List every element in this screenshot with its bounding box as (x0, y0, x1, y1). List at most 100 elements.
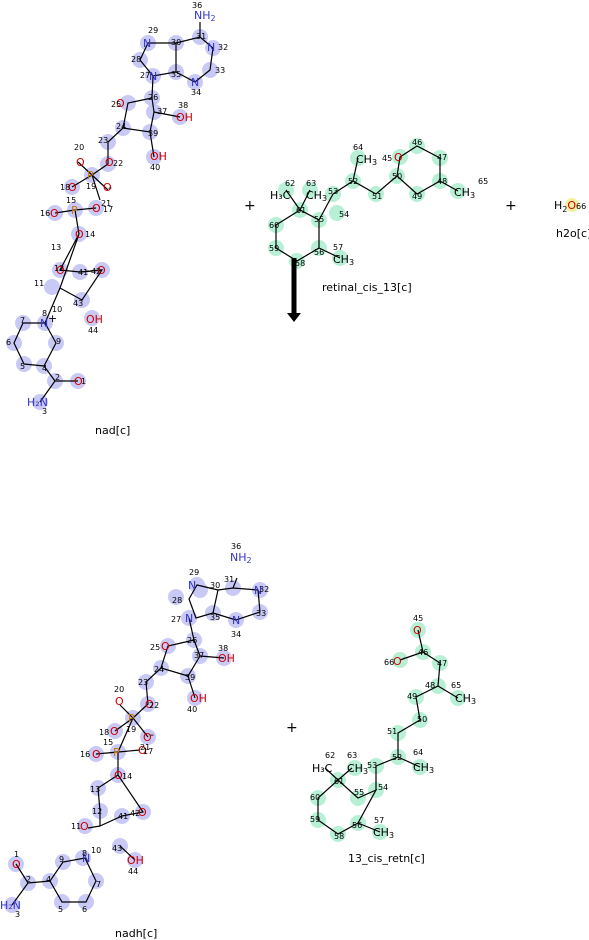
svg-text:24: 24 (154, 665, 164, 674)
svg-text:O: O (138, 744, 147, 757)
svg-text:O: O (103, 181, 112, 194)
svg-text:62: 62 (285, 179, 295, 188)
svg-text:45: 45 (382, 154, 392, 163)
reaction-arrow (287, 258, 301, 322)
svg-text:N: N (82, 852, 90, 865)
reactant-name-nad: nad[c] (95, 424, 131, 437)
svg-text:12: 12 (92, 807, 102, 816)
svg-text:31: 31 (224, 575, 234, 584)
nadh-oh-44: OH (127, 854, 144, 867)
svg-text:5: 5 (58, 905, 63, 914)
water-o: O (567, 199, 577, 212)
svg-text:14: 14 (122, 772, 132, 781)
svg-text:24: 24 (116, 122, 126, 131)
retinal-bonds (275, 145, 459, 262)
svg-text:11: 11 (71, 822, 81, 831)
svg-text:7: 7 (20, 316, 25, 325)
svg-text:10: 10 (91, 846, 101, 855)
retn-atom-numbers: 45 46 66 47 48 65 49 50 51 52 64 53 54 5… (310, 614, 461, 841)
cis-retinoate-molecule: O O CH3 CH3 H₃C CH3 CH3 - 45 46 66 47 48… (310, 614, 476, 842)
svg-text:29: 29 (148, 26, 158, 35)
svg-text:32: 32 (218, 43, 228, 52)
svg-text:39: 39 (185, 673, 195, 682)
svg-text:50: 50 (392, 172, 402, 181)
reactant-name-water: h2o[c] (556, 227, 589, 240)
svg-text:47: 47 (437, 659, 447, 668)
svg-text:61: 61 (296, 206, 306, 215)
svg-text:53: 53 (367, 761, 377, 770)
svg-text:8: 8 (42, 309, 47, 318)
svg-text:16: 16 (80, 750, 90, 759)
svg-text:33: 33 (256, 609, 266, 618)
svg-text:4: 4 (42, 364, 47, 373)
svg-text:56: 56 (314, 248, 324, 257)
svg-text:O: O (92, 202, 101, 215)
retinal-atom-numbers: 45 46 47 48 49 50 51 52 64 53 54 55 56 5… (269, 138, 488, 268)
svg-text:P: P (87, 169, 94, 182)
retn-ch3-65: CH3 (455, 692, 476, 706)
plus-sign-1: + (244, 198, 256, 214)
retinal-ch3-57: CH3 (333, 253, 354, 267)
nadh-oh-38: OH (218, 652, 235, 665)
svg-text:O: O (413, 624, 422, 637)
svg-text:57: 57 (374, 816, 384, 825)
svg-text:20: 20 (74, 143, 84, 152)
svg-text:54: 54 (339, 210, 349, 219)
nadh-oh-40: OH (190, 692, 207, 705)
svg-text:25: 25 (111, 100, 121, 109)
svg-text:6: 6 (6, 338, 11, 347)
svg-text:6: 6 (82, 905, 87, 914)
svg-text:O: O (76, 156, 85, 169)
svg-text:27: 27 (140, 71, 150, 80)
svg-text:O: O (105, 156, 114, 169)
svg-text:N: N (207, 41, 215, 54)
svg-text:N: N (40, 317, 48, 330)
svg-text:O: O (110, 725, 119, 738)
svg-text:59: 59 (269, 244, 279, 253)
svg-text:O: O (92, 748, 101, 761)
svg-text:66: 66 (384, 658, 394, 667)
svg-text:O: O (80, 820, 89, 833)
svg-text:33: 33 (215, 66, 225, 75)
svg-text:11: 11 (34, 279, 44, 288)
nad-atom-highlights (6, 29, 221, 410)
svg-text:41: 41 (118, 812, 128, 821)
svg-text:37: 37 (157, 107, 167, 116)
svg-text:36: 36 (192, 1, 202, 10)
svg-text:8: 8 (82, 849, 87, 858)
svg-text:O: O (393, 655, 402, 668)
plus-sign-3: + (286, 720, 298, 736)
nadh-bonds (11, 577, 261, 906)
nadh-molecule: NH2 N N N N O OH OH O P O O O P O O O O … (0, 542, 269, 919)
svg-text:N: N (149, 70, 157, 83)
svg-text:13: 13 (90, 785, 100, 794)
svg-text:22: 22 (149, 701, 159, 710)
svg-text:N: N (185, 612, 193, 625)
svg-text:63: 63 (306, 179, 316, 188)
svg-text:22: 22 (113, 159, 123, 168)
svg-text:51: 51 (387, 727, 397, 736)
svg-text:36: 36 (231, 542, 241, 551)
svg-text:N: N (191, 76, 199, 89)
retinal-ch3-65: CH3 (454, 186, 475, 200)
nad-bonds (13, 22, 214, 403)
svg-text:40: 40 (187, 705, 197, 714)
svg-text:55: 55 (314, 215, 324, 224)
product-name-nadh: nadh[c] (115, 927, 158, 940)
svg-text:17: 17 (143, 747, 153, 756)
svg-text:37: 37 (194, 651, 204, 660)
svg-text:58: 58 (334, 832, 344, 841)
svg-text:29: 29 (189, 568, 199, 577)
svg-text:19: 19 (86, 182, 96, 191)
retinal-atom-labels: O CH3 CH3 H₃C CH3 CH3 (270, 151, 475, 267)
svg-text:26: 26 (148, 93, 158, 102)
svg-text:O: O (145, 698, 154, 711)
svg-text:H₂N: H₂N (0, 899, 21, 912)
svg-text:1: 1 (14, 850, 19, 859)
svg-text:30: 30 (210, 581, 220, 590)
nadh-nh2-label: NH2 (230, 551, 252, 565)
svg-text:43: 43 (112, 844, 122, 853)
svg-text:41: 41 (78, 268, 88, 277)
svg-text:54: 54 (378, 783, 388, 792)
svg-text:52: 52 (392, 753, 402, 762)
